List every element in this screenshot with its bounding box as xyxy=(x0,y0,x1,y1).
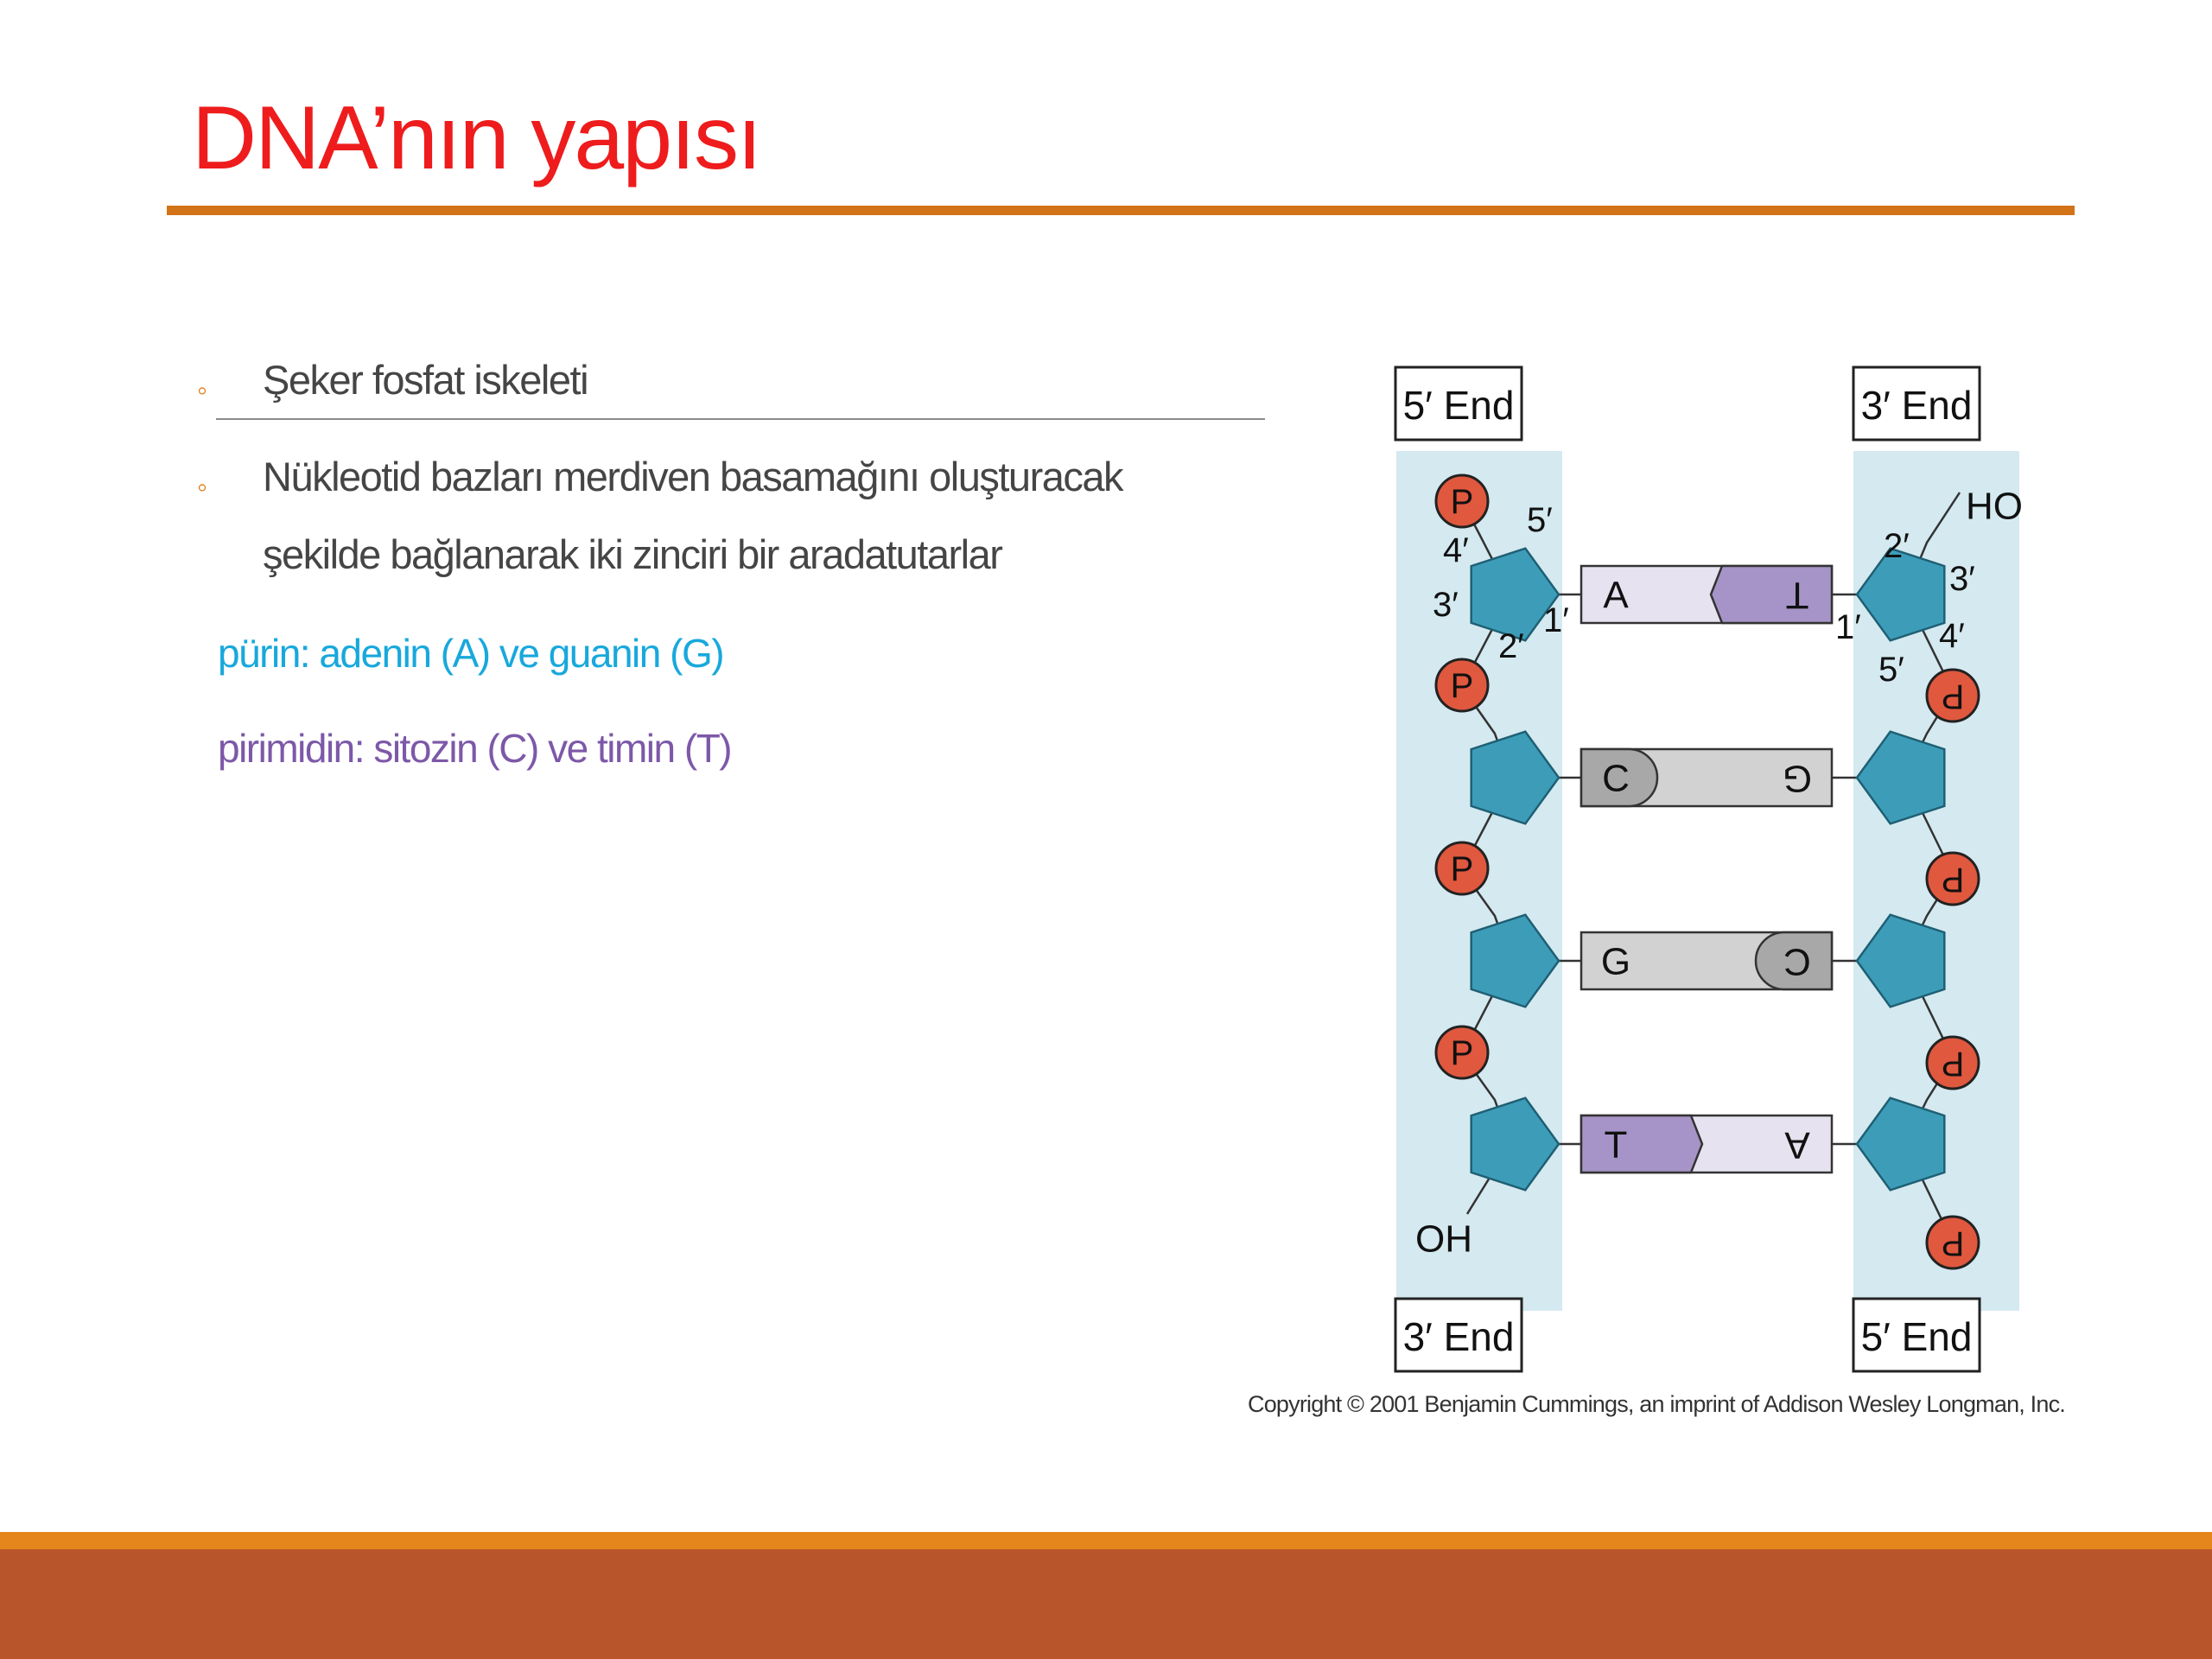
purine-line: pürin: adenin (A) ve guanin (G) xyxy=(218,631,725,676)
phosphate-right xyxy=(1925,1215,1980,1270)
right-terminal-label: HO xyxy=(1966,486,2023,528)
deoxyribose-sugar-left xyxy=(1470,913,1560,1008)
phosphate-right xyxy=(1925,851,1980,906)
phosphate-left xyxy=(1434,474,1490,529)
bottom-left-end-label: 3′ End xyxy=(1403,1314,1515,1359)
phosphate-right xyxy=(1925,1035,1980,1090)
bullet-divider xyxy=(216,418,1265,420)
deoxyribose-sugar-right xyxy=(1855,913,1946,1008)
slide-title: DNA’nın yapısı xyxy=(192,88,762,188)
footer-stripe xyxy=(0,1532,2212,1549)
phosphate-left xyxy=(1434,658,1490,713)
phosphate-right xyxy=(1925,668,1980,723)
deoxyribose-sugar-left xyxy=(1470,730,1560,825)
carbon-label-4-right: 4′ xyxy=(1939,617,1965,655)
base-left-label: T xyxy=(1605,1124,1628,1166)
phosphate-right-label: P xyxy=(1942,1224,1965,1262)
phosphate-right-label: P xyxy=(1942,1045,1965,1083)
deoxyribose-sugar-right xyxy=(1855,547,1946,642)
carbon-label-1-right: 1′ xyxy=(1835,608,1861,646)
bottom-right-end-label-box xyxy=(1852,1297,1981,1373)
top-left-end-label: 5′ End xyxy=(1403,383,1515,428)
top-left-end-label-box xyxy=(1394,365,1523,442)
bullet-list: ◦ Şeker fosfat iskeleti ◦ Nükleotid bazl… xyxy=(192,350,1265,594)
phosphate-left-label: P xyxy=(1451,850,1474,888)
bullet-sugar-phosphate: ◦ Şeker fosfat iskeleti xyxy=(192,350,1265,420)
base-left-label: G xyxy=(1601,941,1630,983)
bullet-text: Şeker fosfat iskeleti xyxy=(263,357,589,403)
carbon-label-5-left: 5′ xyxy=(1527,501,1553,539)
deoxyribose-sugar-right xyxy=(1855,730,1946,825)
pyrimidine-tab-right xyxy=(1709,564,1834,625)
base-right-label: A xyxy=(1784,1124,1810,1166)
phosphate-left-label: P xyxy=(1451,1034,1474,1072)
base-right-label: T xyxy=(1786,575,1809,617)
pyrimidine-tab-left xyxy=(1580,1114,1704,1174)
carbon-label-3-left: 3′ xyxy=(1433,586,1459,624)
deoxyribose-sugar-right xyxy=(1855,1096,1946,1192)
top-right-end-label: 3′ End xyxy=(1861,383,1973,428)
top-right-end-label-box xyxy=(1852,365,1981,442)
carbon-label-2-right: 2′ xyxy=(1884,527,1910,565)
carbon-label-1-left: 1′ xyxy=(1543,601,1569,639)
base-right-label: C xyxy=(1783,941,1811,983)
bullet-text-line-2: şekilde bağlanarak iki zinciri bir arada… xyxy=(263,531,1003,577)
phosphate-left-label: P xyxy=(1451,483,1474,521)
bottom-right-end-label: 5′ End xyxy=(1861,1314,1973,1359)
deoxyribose-sugar-left xyxy=(1470,1096,1560,1192)
base-left-label: C xyxy=(1602,758,1630,800)
copyright-notice: Copyright © 2001 Benjamin Cummings, an i… xyxy=(1248,1391,2066,1417)
base-pair xyxy=(1580,747,1834,808)
pyrimidine-tab-right xyxy=(1754,931,1834,991)
phosphate-right-label: P xyxy=(1942,677,1965,715)
base-pair xyxy=(1580,564,1834,625)
carbon-label-3-right: 3′ xyxy=(1949,560,1975,598)
pyrimidine-tab-left xyxy=(1580,747,1659,808)
circle-bullet-icon: ◦ xyxy=(197,374,207,407)
base-pair xyxy=(1580,931,1834,991)
bullet-base-pairing: ◦ Nükleotid bazları merdiven basamağını … xyxy=(192,438,1263,594)
phosphate-left-label: P xyxy=(1451,667,1474,705)
bottom-left-end-label-box xyxy=(1394,1297,1523,1373)
base-pair xyxy=(1580,1114,1834,1174)
carbon-label-5-right: 5′ xyxy=(1878,651,1904,689)
deoxyribose-sugar-left xyxy=(1470,547,1560,642)
left-terminal-label: OH xyxy=(1415,1218,1472,1261)
pyrimidine-line: pirimidin: sitozin (C) ve timin (T) xyxy=(218,726,733,771)
base-left-label: A xyxy=(1603,575,1629,617)
carbon-label-4-left: 4′ xyxy=(1443,531,1469,569)
phosphate-right-label: P xyxy=(1942,861,1965,899)
circle-bullet-icon: ◦ xyxy=(197,471,207,504)
footer-bar xyxy=(0,1549,2212,1659)
phosphate-left xyxy=(1434,1025,1490,1080)
base-right-label: G xyxy=(1783,758,1812,800)
carbon-label-2-left: 2′ xyxy=(1498,627,1524,665)
phosphate-left xyxy=(1434,841,1490,896)
title-underline xyxy=(167,206,2075,215)
bullet-text-line-1: Nükleotid bazları merdiven basamağını ol… xyxy=(263,454,1124,499)
